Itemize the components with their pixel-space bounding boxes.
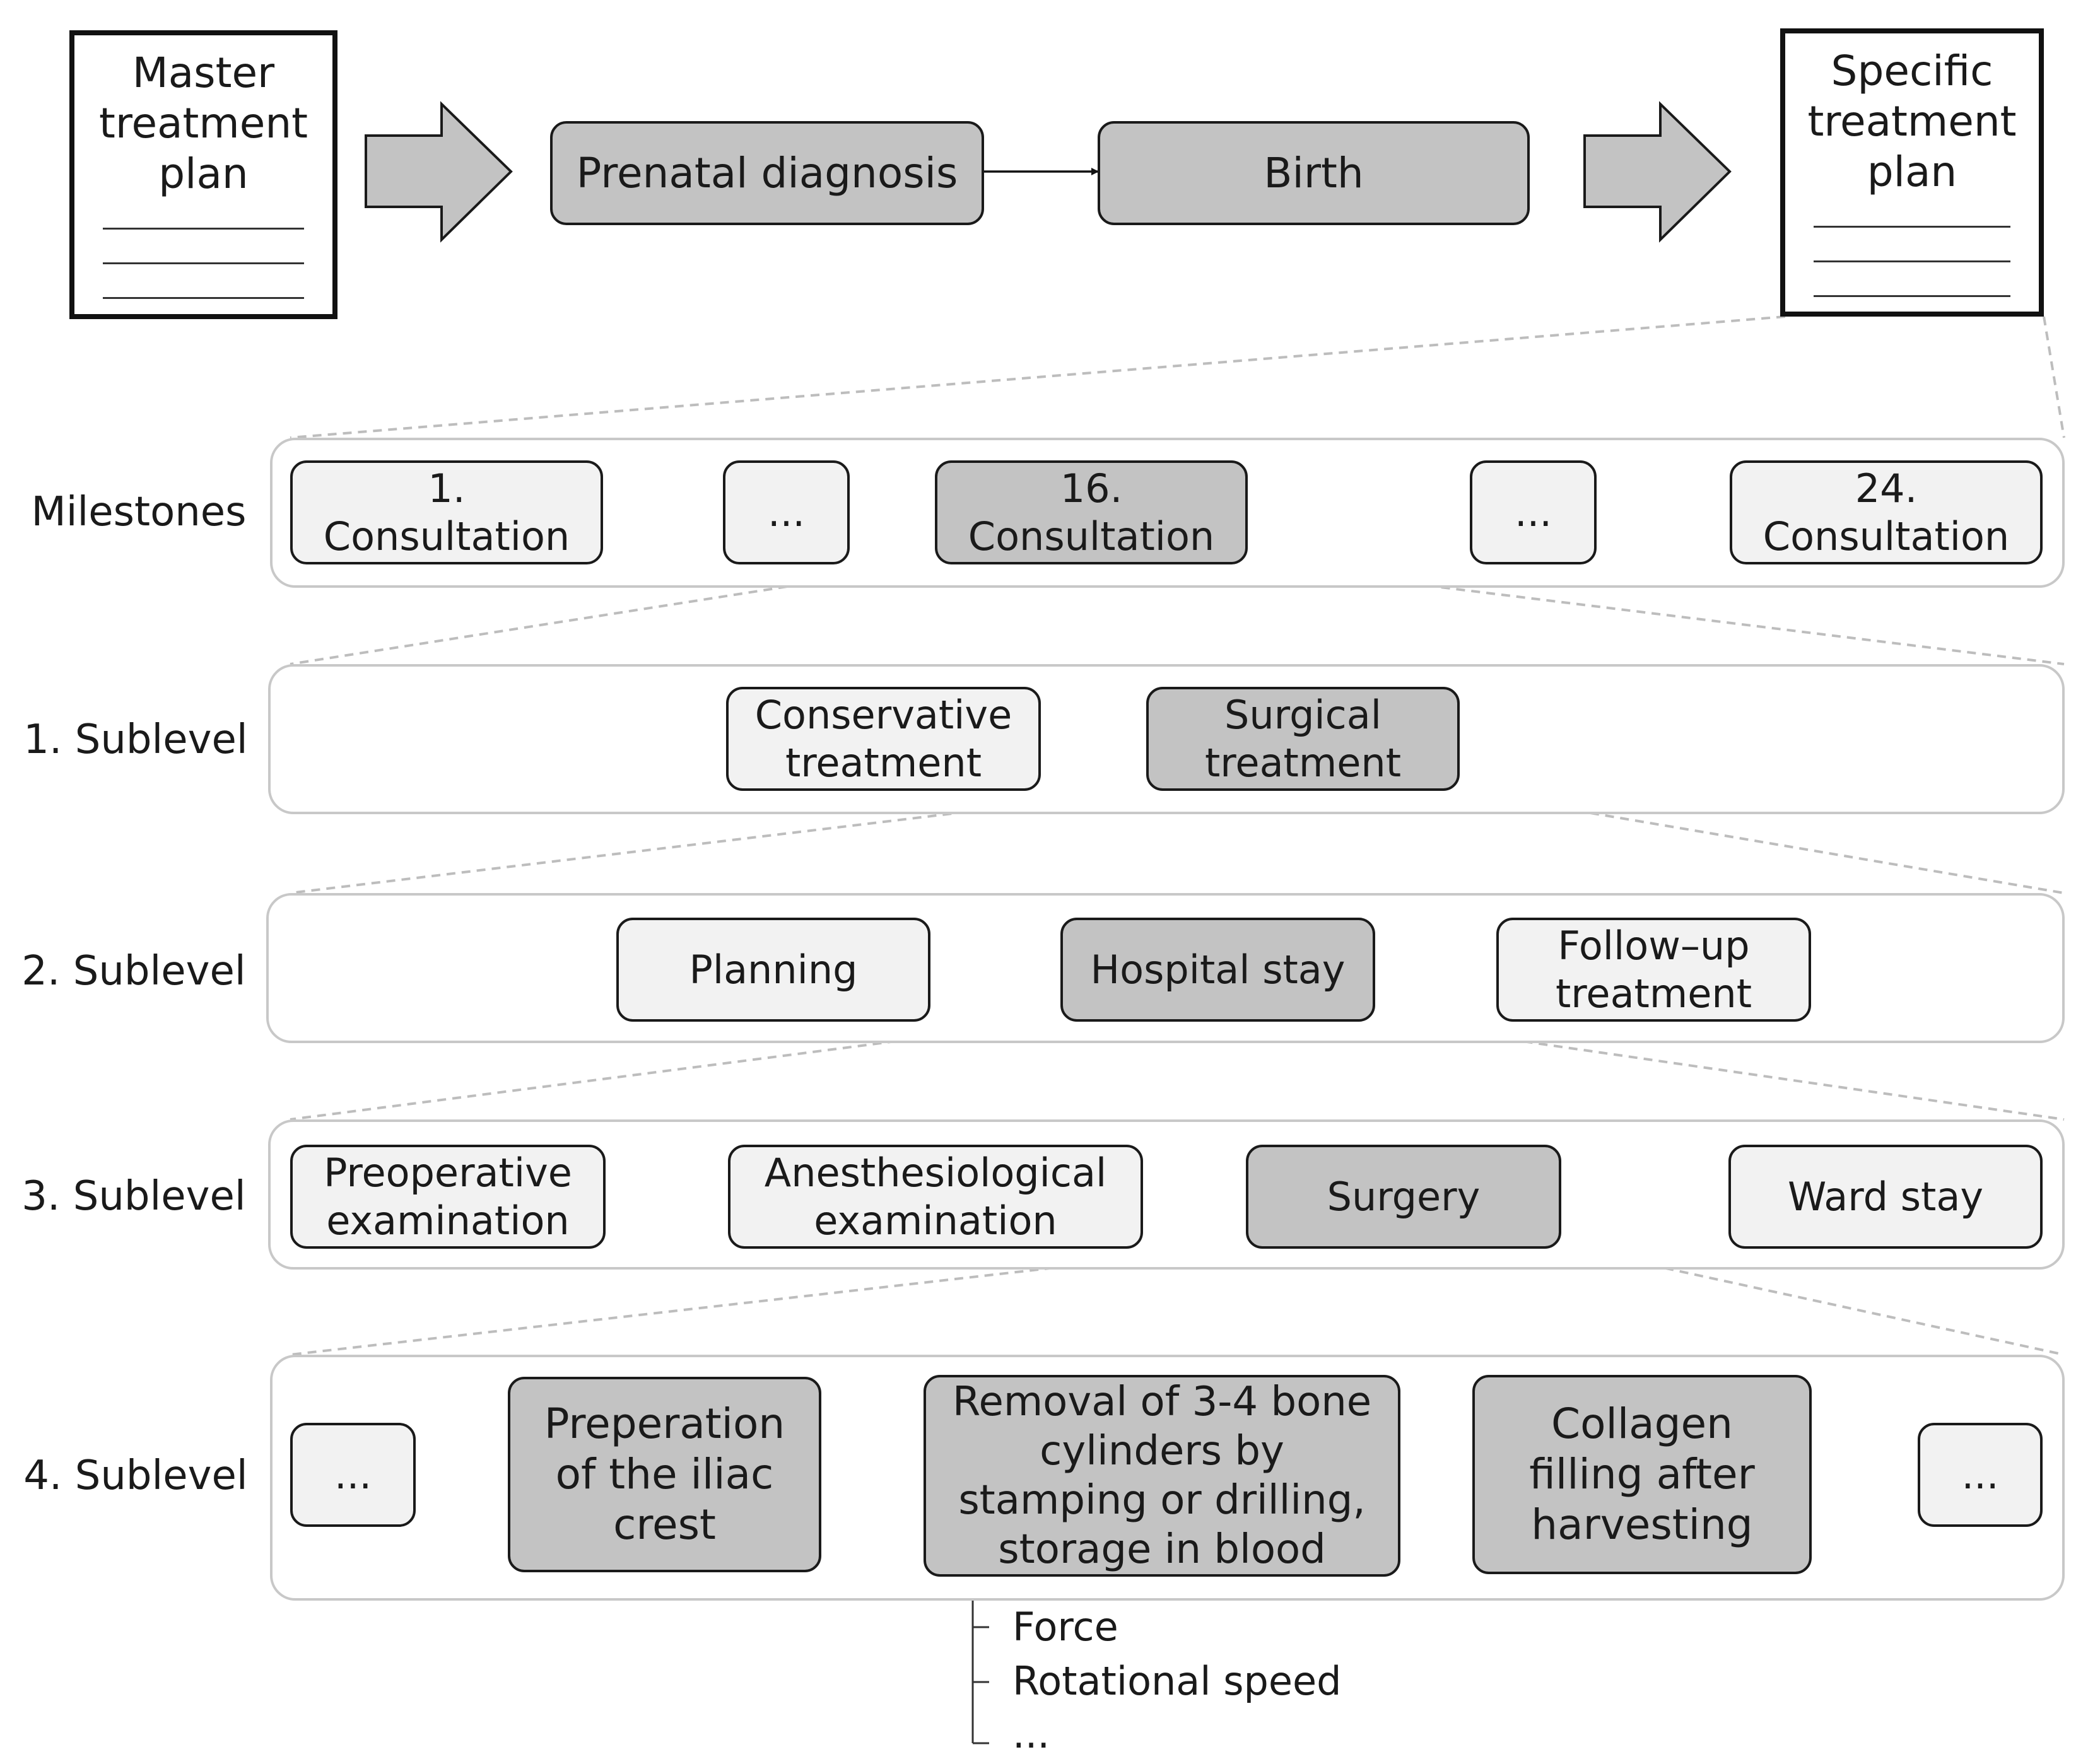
ward-stay-node: Ward stay — [1728, 1145, 2043, 1249]
parameter-bracket — [971, 1577, 989, 1744]
specific-plan-document: Specific treatment plan — [1780, 28, 2044, 317]
sublevel-4-ellipsis-node: ... — [290, 1423, 416, 1527]
document-line — [103, 262, 304, 264]
sublevel-3-label: 3. Sublevel — [21, 1173, 246, 1220]
document-line — [1814, 226, 2010, 228]
surgical-treatment-node: Surgical treatment — [1146, 687, 1460, 791]
rotational-speed-parameter: Rotational speed — [1012, 1658, 1342, 1704]
flow-arrows — [416, 168, 1919, 1478]
sublevel-4-label: 4. Sublevel — [23, 1452, 248, 1499]
consultation-1-node: 1. Consultation — [290, 460, 603, 564]
prenatal-diagnosis-node: Prenatal diagnosis — [550, 121, 984, 225]
block-arrow-right — [1583, 101, 1732, 243]
document-line — [1814, 260, 2010, 262]
hospital-stay-node: Hospital stay — [1060, 918, 1375, 1022]
planning-node: Planning — [616, 918, 930, 1022]
force-parameter: Force — [1012, 1604, 1118, 1650]
milestones-label: Milestones — [31, 489, 247, 535]
iliac-crest-preparation-node: Preperation of the iliac crest — [508, 1377, 821, 1572]
consultation-24-node: 24. Consultation — [1730, 460, 2043, 564]
conservative-treatment-node: Conservative treatment — [726, 687, 1041, 791]
consultation-16-node: 16. Consultation — [935, 460, 1248, 564]
surgery-node: Surgery — [1246, 1145, 1561, 1249]
sublevel-4-ellipsis-node: ... — [1918, 1423, 2043, 1527]
master-plan-document: Master treatment plan — [69, 30, 337, 319]
bone-cylinder-removal-node: Removal of 3-4 bone cylinders by stampin… — [924, 1375, 1400, 1577]
document-line — [1814, 295, 2010, 297]
document-line — [103, 228, 304, 230]
sublevel-2-label: 2. Sublevel — [21, 948, 246, 995]
collagen-filling-node: Collagen filling after harvesting — [1472, 1375, 1812, 1574]
sublevel-1-label: 1. Sublevel — [23, 716, 248, 763]
birth-node: Birth — [1098, 121, 1530, 225]
document-line — [103, 297, 304, 299]
master-plan-title: Master treatment plan — [98, 49, 308, 198]
more-parameters: ... — [1012, 1711, 1050, 1757]
milestone-ellipsis-node: ... — [1470, 460, 1597, 564]
milestone-ellipsis-node: ... — [723, 460, 850, 564]
preoperative-examination-node: Preoperative examination — [290, 1145, 606, 1249]
follow-up-treatment-node: Follow–up treatment — [1496, 918, 1811, 1022]
specific-plan-title: Specific treatment plan — [1807, 47, 2017, 196]
block-arrow-left — [365, 101, 513, 243]
anesthesiological-examination-node: Anesthesiological examination — [728, 1145, 1143, 1249]
